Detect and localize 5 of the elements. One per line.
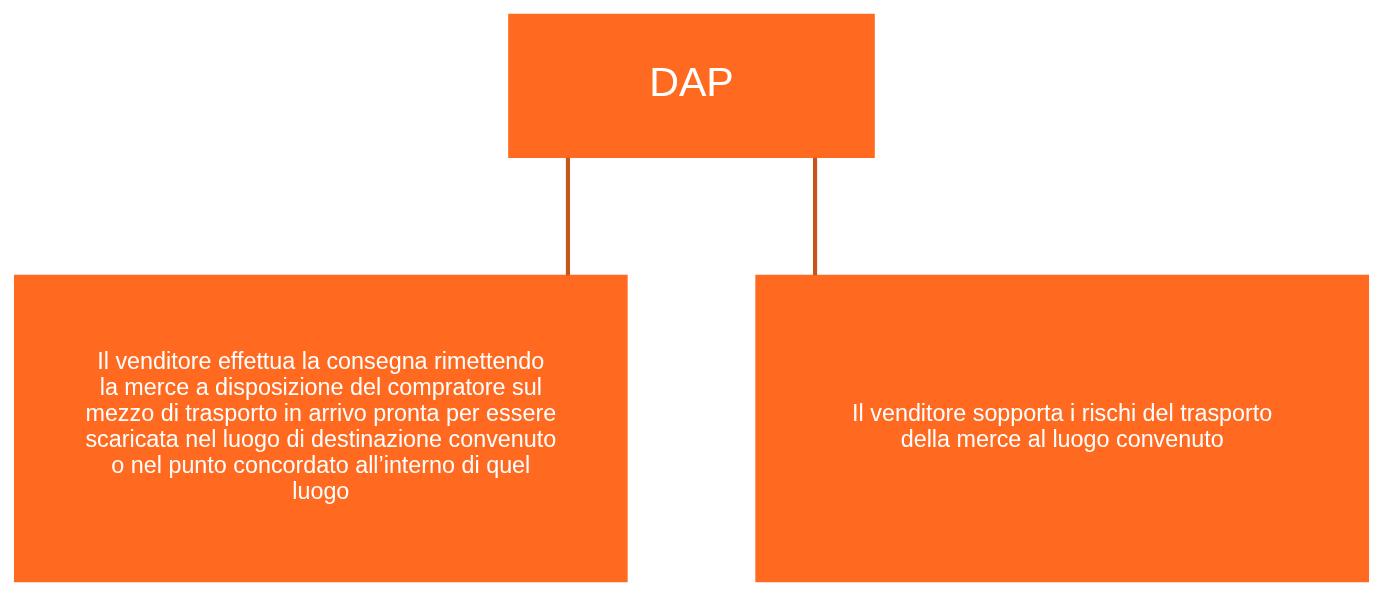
node-box: Il venditore effettua la consegna rimettendo la merce a disposizione del compratore sul mezzo di trasporto in arrivo pronta per essere scaricata nel luogo di destinazione convenuto o nel punto concordato all’interno di quel luogo (13, 274, 628, 583)
connector (813, 157, 818, 276)
node-box: Il venditore sopporta i rischi del trasporto della merce al luogo convenuto (755, 274, 1370, 583)
connector (565, 157, 570, 276)
node-box: DAP (508, 13, 875, 158)
